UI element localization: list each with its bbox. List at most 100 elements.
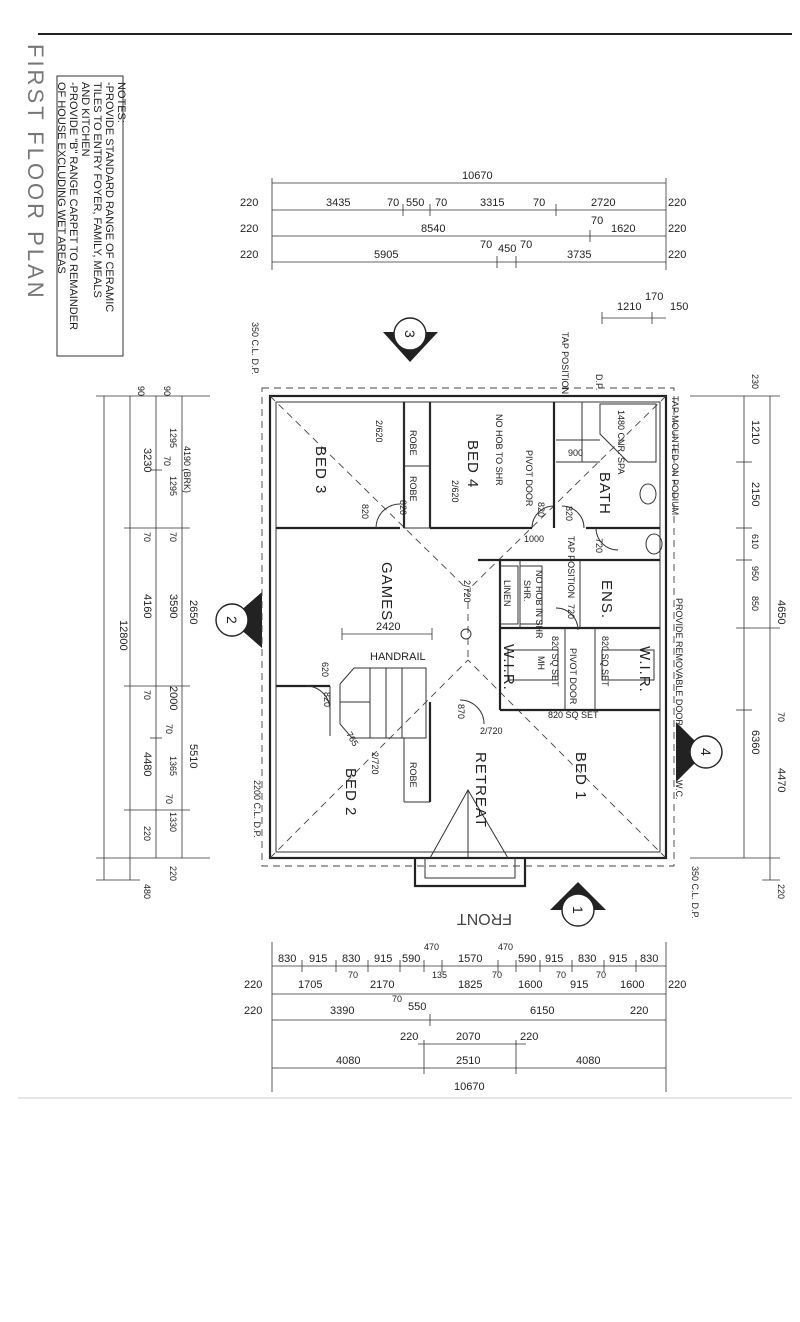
dim-label: 1600 xyxy=(518,979,542,991)
dim-label: 70 xyxy=(168,532,178,542)
dim-label: 220 xyxy=(776,884,786,899)
label-dp: D.P. xyxy=(594,374,604,390)
dim-label: 220 xyxy=(400,1031,418,1043)
toilet-icon xyxy=(639,483,657,505)
dim-label: 590 xyxy=(402,953,420,965)
dim-label: 8540 xyxy=(421,223,445,235)
room-labels: BED 3 BED 4 BATH GAMES ENS. W.I.R. W.I.R… xyxy=(312,430,653,828)
notes-line: TILES TO ENTRY FOYER, FAMILY, MEALS xyxy=(91,82,103,298)
dim-label: 220 xyxy=(244,979,262,991)
dim-left-overall: 12800 xyxy=(117,620,129,651)
dim-label: 915 xyxy=(570,979,588,991)
note-tap-position: TAP POSITION xyxy=(560,332,570,394)
toilet-icon xyxy=(645,533,663,555)
door-label: 2/720 xyxy=(462,580,472,603)
dim-label: 1600 xyxy=(620,979,644,991)
dim-label: 3315 xyxy=(480,197,504,209)
dim-label: 220 xyxy=(240,197,258,209)
dim-label: 2650 xyxy=(187,600,199,624)
dim-label: 1295 xyxy=(168,476,178,496)
door-label: 1000 xyxy=(524,534,544,544)
dim-label: 2720 xyxy=(591,197,615,209)
dim-label: 1570 xyxy=(458,953,482,965)
dim-label: 70 xyxy=(348,970,358,980)
dim-label: 1825 xyxy=(458,979,482,991)
dim-top-overall: 10670 xyxy=(462,170,493,182)
dim-label: 480 xyxy=(142,884,152,899)
note-sq-set: 820 SQ SET xyxy=(600,636,610,687)
note-tap-podium: TAP MOUNTED ON PODIUM xyxy=(670,396,680,515)
dim-label: 915 xyxy=(609,953,627,965)
dim-label: 1330 xyxy=(168,812,178,832)
dim-label: 915 xyxy=(374,953,392,965)
dim-label: 4160 xyxy=(141,594,153,618)
door-label: 820 xyxy=(564,506,574,521)
dim-bottom-overall: 10670 xyxy=(454,1081,485,1093)
dim-label: 170 xyxy=(645,291,663,303)
dim-label: 1620 xyxy=(611,223,635,235)
note-sq-set: 820 SQ SET xyxy=(550,636,560,687)
notes-line: OF HOUSE EXCLUDING WET AREAS xyxy=(55,82,67,274)
section-marker-4: 4 xyxy=(676,722,723,782)
dim-label: 3590 xyxy=(167,594,179,618)
door-label: 2/720 xyxy=(370,752,380,775)
dim-label: 70 xyxy=(162,456,172,466)
dim-label: 5510 xyxy=(187,744,199,768)
dim-label: 3735 xyxy=(567,249,591,261)
dim-label: 470 xyxy=(498,942,513,952)
door-label: 2/720 xyxy=(480,726,503,736)
door-label: 2/620 xyxy=(450,480,460,503)
dim-label: 4080 xyxy=(336,1055,360,1067)
dim-label: 1295 xyxy=(168,428,178,448)
dim-label: 3390 xyxy=(330,1005,354,1017)
note-cl-dp: 2200 C.L. D.P. xyxy=(252,780,262,838)
dim-label: 150 xyxy=(670,301,688,313)
smoke-detector-icon xyxy=(460,628,472,640)
dim-label: 830 xyxy=(578,953,596,965)
dim-handrail: 2420 xyxy=(376,621,400,633)
section-number: 1 xyxy=(570,906,586,914)
annotations: TAP POSITION NO HOB TO SHR PIVOT DOOR 14… xyxy=(182,322,700,927)
dim-label: 220 xyxy=(668,249,686,261)
room-wir-right: W.I.R. xyxy=(636,646,653,693)
notes-line: AND KITCHEN xyxy=(79,82,91,157)
door-label: 820 xyxy=(398,500,408,515)
note-pivot-door-ens: PIVOT DOOR xyxy=(568,648,578,705)
dim-label: 70 xyxy=(435,197,447,209)
section-number: 3 xyxy=(402,330,418,338)
dim-label: 220 xyxy=(668,223,686,235)
dim-label: 70 xyxy=(533,197,545,209)
room-bath: BATH xyxy=(596,472,613,515)
door-label: 820 xyxy=(536,502,546,517)
note-removable-hinges: PROVIDE REMOVABLE DOOR HINGES TO W.C. xyxy=(674,598,684,800)
dim-label: 220 xyxy=(240,249,258,261)
label-robe: ROBE xyxy=(408,476,418,502)
dim-label: 2150 xyxy=(749,482,761,506)
dim-label: 550 xyxy=(406,197,424,209)
label-robe: ROBE xyxy=(408,762,418,788)
dim-label: 70 xyxy=(776,712,786,722)
dim-label: 70 xyxy=(480,239,492,251)
note-cl-dp: 350 C.L. D.P. xyxy=(690,866,700,919)
door-label: 2/620 xyxy=(374,420,384,443)
door-label: 765 xyxy=(344,730,360,748)
dim-label: 220 xyxy=(240,223,258,235)
dim-label: 4480 xyxy=(141,752,153,776)
door-label: 720 xyxy=(566,604,576,619)
door-labels: 2/620 820 2/620 820 820 900 1000 720 2/7… xyxy=(320,420,604,775)
dim-label: 135 xyxy=(432,970,447,980)
note-spa: 1480 CNR. SPA xyxy=(616,410,626,474)
note-no-hob-in-shr: NO HOB IN SHR xyxy=(534,570,544,639)
dim-label: 90 xyxy=(162,386,172,396)
dim-label: 70 xyxy=(142,532,152,542)
note-no-hob: NO HOB TO SHR xyxy=(494,414,504,486)
dim-label: 70 xyxy=(492,970,502,980)
section-number: 2 xyxy=(224,616,240,624)
dim-label: 70 xyxy=(520,239,532,251)
note-tap-position-ens: TAP POSITION xyxy=(566,536,576,598)
door-label: 900 xyxy=(568,448,583,458)
notes-box: NOTES: -PROVIDE STANDARD RANGE OF CERAMI… xyxy=(55,75,127,357)
door-label: 620 xyxy=(320,662,330,677)
